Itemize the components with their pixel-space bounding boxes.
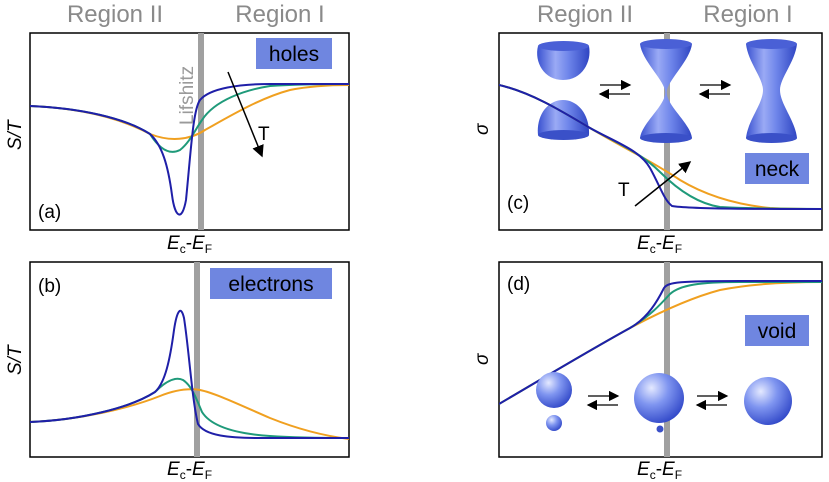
panel-a-ylabel: S/T	[5, 119, 26, 150]
panel-d-curve-low-t	[499, 279, 822, 405]
header-region1-right: Region I	[703, 1, 792, 28]
panel-a-tag-bg	[256, 38, 332, 69]
panel-c-tag: neck	[755, 158, 800, 181]
panel-c-ylabel: σ	[472, 122, 493, 135]
panel-d-ylabel: σ	[472, 352, 493, 365]
panel-d-sphere-large-icon	[634, 373, 684, 423]
panel-b-xlabel: Ec-EF	[167, 459, 212, 482]
panel-d-sphere-small-icon	[546, 415, 562, 431]
panel-b-tag-bg	[210, 268, 332, 299]
panel-d-tag: void	[758, 320, 797, 343]
panel-d-sphere-tiny-icon	[656, 425, 664, 433]
panel-a-tag: holes	[269, 43, 319, 66]
panel-c-temperature-arrow	[634, 161, 692, 207]
panel-b-label: (b)	[38, 276, 61, 297]
panel-b-curve-low-t	[30, 309, 349, 440]
panel-b-ylabel: S/T	[5, 344, 26, 375]
panel-c-label: (c)	[507, 193, 529, 214]
panel-c-hourglass-icon	[640, 44, 692, 138]
panel-c-curve-low-t	[499, 84, 822, 210]
panel-c-tag-bg	[745, 153, 809, 184]
panel-d: void (d) σ Ec-EF	[472, 261, 823, 482]
panel-a-lifshitz-label: Lifshitz	[177, 66, 198, 125]
panel-a-curve-low-t	[30, 83, 349, 216]
panel-d-sphere-medium-icon	[536, 372, 572, 408]
panel-b: electrons (b) S/T Ec-EF	[5, 261, 350, 482]
panel-c-xlabel: Ec-EF	[637, 233, 682, 256]
panel-d-xlabel: Ec-EF	[637, 459, 682, 482]
panel-d-tag-bg	[745, 315, 809, 346]
panel-b-tag: electrons	[228, 273, 313, 296]
panel-a-xlabel: Ec-EF	[167, 233, 212, 256]
panel-c-cap-top-icon	[537, 46, 590, 80]
panel-d-label: (d)	[507, 274, 530, 295]
panel-a-label: (a)	[38, 202, 61, 223]
panel-c: T neck (c) σ Ec-EF	[472, 32, 823, 256]
panel-a: Lifshitz holes T (a) S/T Ec-EF	[5, 32, 350, 256]
panel-c-arrow-label: T	[618, 180, 630, 201]
panel-a-arrow-label: T	[258, 124, 270, 145]
header-region2-left: Region II	[67, 1, 163, 28]
panel-a-temperature-arrow	[227, 71, 264, 158]
header-region1-left: Region I	[235, 1, 324, 28]
panel-c-neck-icon	[746, 44, 797, 138]
panel-d-sphere-right-icon	[744, 377, 792, 425]
header-region2-right: Region II	[537, 1, 633, 28]
panel-c-cap-bottom-icon	[537, 100, 590, 135]
